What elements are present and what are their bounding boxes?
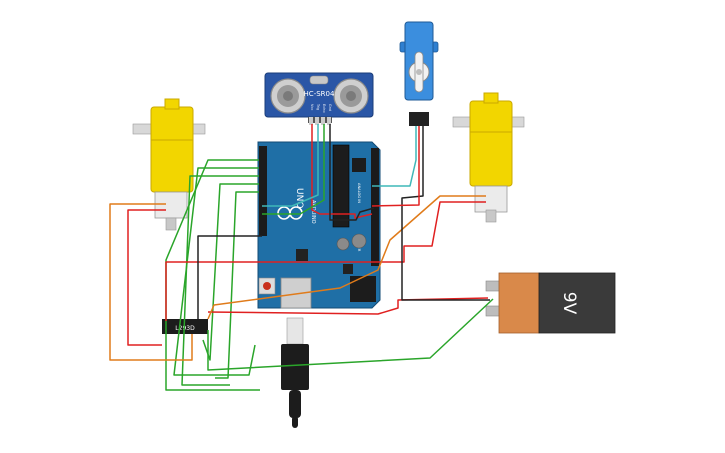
motor-driver-chip[interactable]: L293D [162, 319, 208, 334]
pin-trig-label: Trig [316, 103, 320, 110]
ultrasonic-pin-labels: Vcc Trig Echo Gnd [310, 103, 332, 113]
battery-9v[interactable]: 9V [485, 272, 616, 334]
arduino-uno-board[interactable]: UNO ARDUINO ANALOG IN POWER [257, 141, 381, 309]
battery-label: 9V [559, 292, 579, 315]
board-model-label: UNO [294, 188, 304, 208]
wire-green-2 [173, 167, 259, 376]
wire-red-servo [371, 126, 420, 207]
wire-black-sensor-gnd [329, 124, 375, 221]
usb-cable [281, 317, 309, 428]
wire-teal-trig [262, 124, 319, 207]
pin-vcc-label: Vcc [310, 104, 314, 110]
wire-green-5 [215, 191, 259, 379]
wire-red-left-motor [127, 209, 166, 346]
wire-green-1 [165, 159, 260, 391]
servo-motor[interactable] [399, 21, 439, 126]
left-gear-motor[interactable] [132, 98, 206, 231]
wire-red-right-motor [165, 201, 486, 321]
right-gear-motor[interactable] [452, 92, 525, 223]
pin-echo-label: Echo [322, 104, 326, 113]
wire-green-echo [262, 124, 325, 215]
wire-black-gnd [197, 235, 262, 319]
wire-green-3 [181, 175, 259, 386]
analog-header-label: ANALOG IN [357, 183, 361, 203]
driver-chip-label: L293D [175, 325, 195, 332]
wires [109, 124, 494, 391]
board-brand-label: ARDUINO [310, 200, 316, 224]
ultrasonic-model-label: HC-SR04 [304, 90, 335, 98]
wire-orange-left-motor [109, 203, 193, 361]
wire-teal-servo-signal [372, 126, 417, 187]
ultrasonic-sensor[interactable]: HC-SR04 Vcc Trig Echo Gnd [264, 72, 374, 125]
pin-gnd-label: Gnd [328, 104, 332, 111]
wire-green-4 [202, 183, 259, 361]
wire-green-battery [207, 298, 494, 371]
wire-orange-right-motor [207, 195, 486, 320]
wire-black-servo [401, 126, 490, 301]
